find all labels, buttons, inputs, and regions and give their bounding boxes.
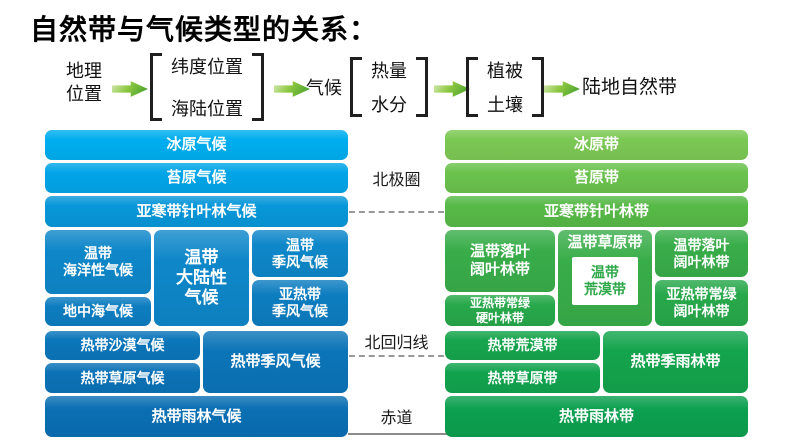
heat-label: 热量 (371, 61, 407, 81)
sea-land-position-label: 海陆位置 (171, 99, 243, 119)
geographic-position-label: 地理 位置 (66, 61, 102, 104)
arctic-circle-line (349, 211, 444, 213)
zone-temperate-grassland-box: 温带草原带 温带 荒漠带 (558, 230, 652, 326)
zone-subtropical-sclerophyll-box: 亚热带常绿 硬叶林带 (445, 295, 555, 326)
zone-temperate-desert-box: 温带 荒漠带 (572, 256, 638, 305)
climate-mediterranean-box: 地中海气候 (45, 297, 151, 326)
climate-tropical-desert-box: 热带沙漠气候 (45, 331, 200, 360)
climate-tropical-savanna-box: 热带草原气候 (45, 363, 200, 393)
open-bracket-icon (466, 57, 478, 117)
open-bracket-icon (350, 57, 362, 117)
terrestrial-zone-label: 陆地自然带 (582, 77, 678, 98)
zone-temperate-deciduous-right-box: 温带落叶 阔叶林带 (655, 230, 748, 277)
climate-tropical-rainforest-box: 热带雨林气候 (45, 396, 348, 437)
zone-tundra-box: 苔原带 (445, 163, 748, 193)
arrow-right-icon-4 (544, 81, 580, 97)
zone-subtropical-broadleaf-box: 亚热带常绿 阔叶林带 (655, 280, 748, 326)
moisture-label: 水分 (371, 95, 407, 115)
climate-subtropical-monsoon-box: 亚热带 季风气候 (252, 280, 348, 326)
position-factors-group: 纬度位置 海陆位置 (150, 53, 264, 121)
arrow-right-icon-1 (112, 81, 148, 97)
arctic-circle-label: 北极圈 (372, 172, 421, 189)
open-bracket-icon (150, 53, 162, 121)
tropic-of-cancer-line (349, 355, 444, 357)
climate-label: 气候 (306, 78, 342, 98)
close-bracket-icon (416, 57, 428, 117)
arrow-right-icon-2 (274, 81, 310, 97)
zone-temperate-deciduous-left-box: 温带落叶 阔叶林带 (445, 230, 555, 292)
close-bracket-icon (252, 53, 264, 121)
zone-tropical-rainforest-box: 热带雨林带 (445, 396, 748, 437)
soil-label: 土壤 (487, 95, 523, 115)
zone-temperate-grassland-label: 温带草原带 (567, 234, 643, 251)
tropic-of-cancer-label: 北回归线 (364, 335, 429, 352)
vegetation-label: 植被 (487, 61, 523, 81)
zone-tropical-savanna-box: 热带草原带 (445, 363, 600, 393)
zone-tropical-monsoon-forest-box: 热带季雨林带 (603, 331, 748, 393)
climate-factors-group: 热量 水分 (350, 57, 428, 117)
climate-tropical-monsoon-box: 热带季风气候 (203, 331, 348, 393)
climate-subarctic-coniferous-box: 亚寒带针叶林气候 (45, 196, 348, 227)
climate-tundra-box: 苔原气候 (45, 163, 348, 193)
arrow-right-icon-3 (434, 81, 470, 97)
equator-label: 赤道 (380, 410, 413, 427)
equator-line (348, 433, 458, 435)
result-factors-group: 植被 土壤 (466, 57, 544, 117)
latitude-position-label: 纬度位置 (171, 57, 243, 77)
climate-temperate-monsoon-box: 温带 季风气候 (252, 230, 348, 277)
zone-subarctic-coniferous-box: 亚寒带针叶林带 (445, 196, 748, 227)
page-title: 自然带与气候类型的关系： (30, 14, 379, 45)
climate-temperate-oceanic-box: 温带 海洋性气候 (45, 230, 151, 294)
close-bracket-icon (532, 57, 544, 117)
climate-ice-cap-box: 冰原气候 (45, 130, 348, 160)
zone-ice-cap-box: 冰原带 (445, 130, 748, 160)
flow-diagram: 地理 位置 纬度位置 海陆位置 气候 热量 水分 植被 土壤 (0, 52, 794, 126)
climate-temperate-continental-box: 温带 大陆性 气候 (154, 230, 249, 326)
zone-tropical-desert-box: 热带荒漠带 (445, 331, 600, 360)
